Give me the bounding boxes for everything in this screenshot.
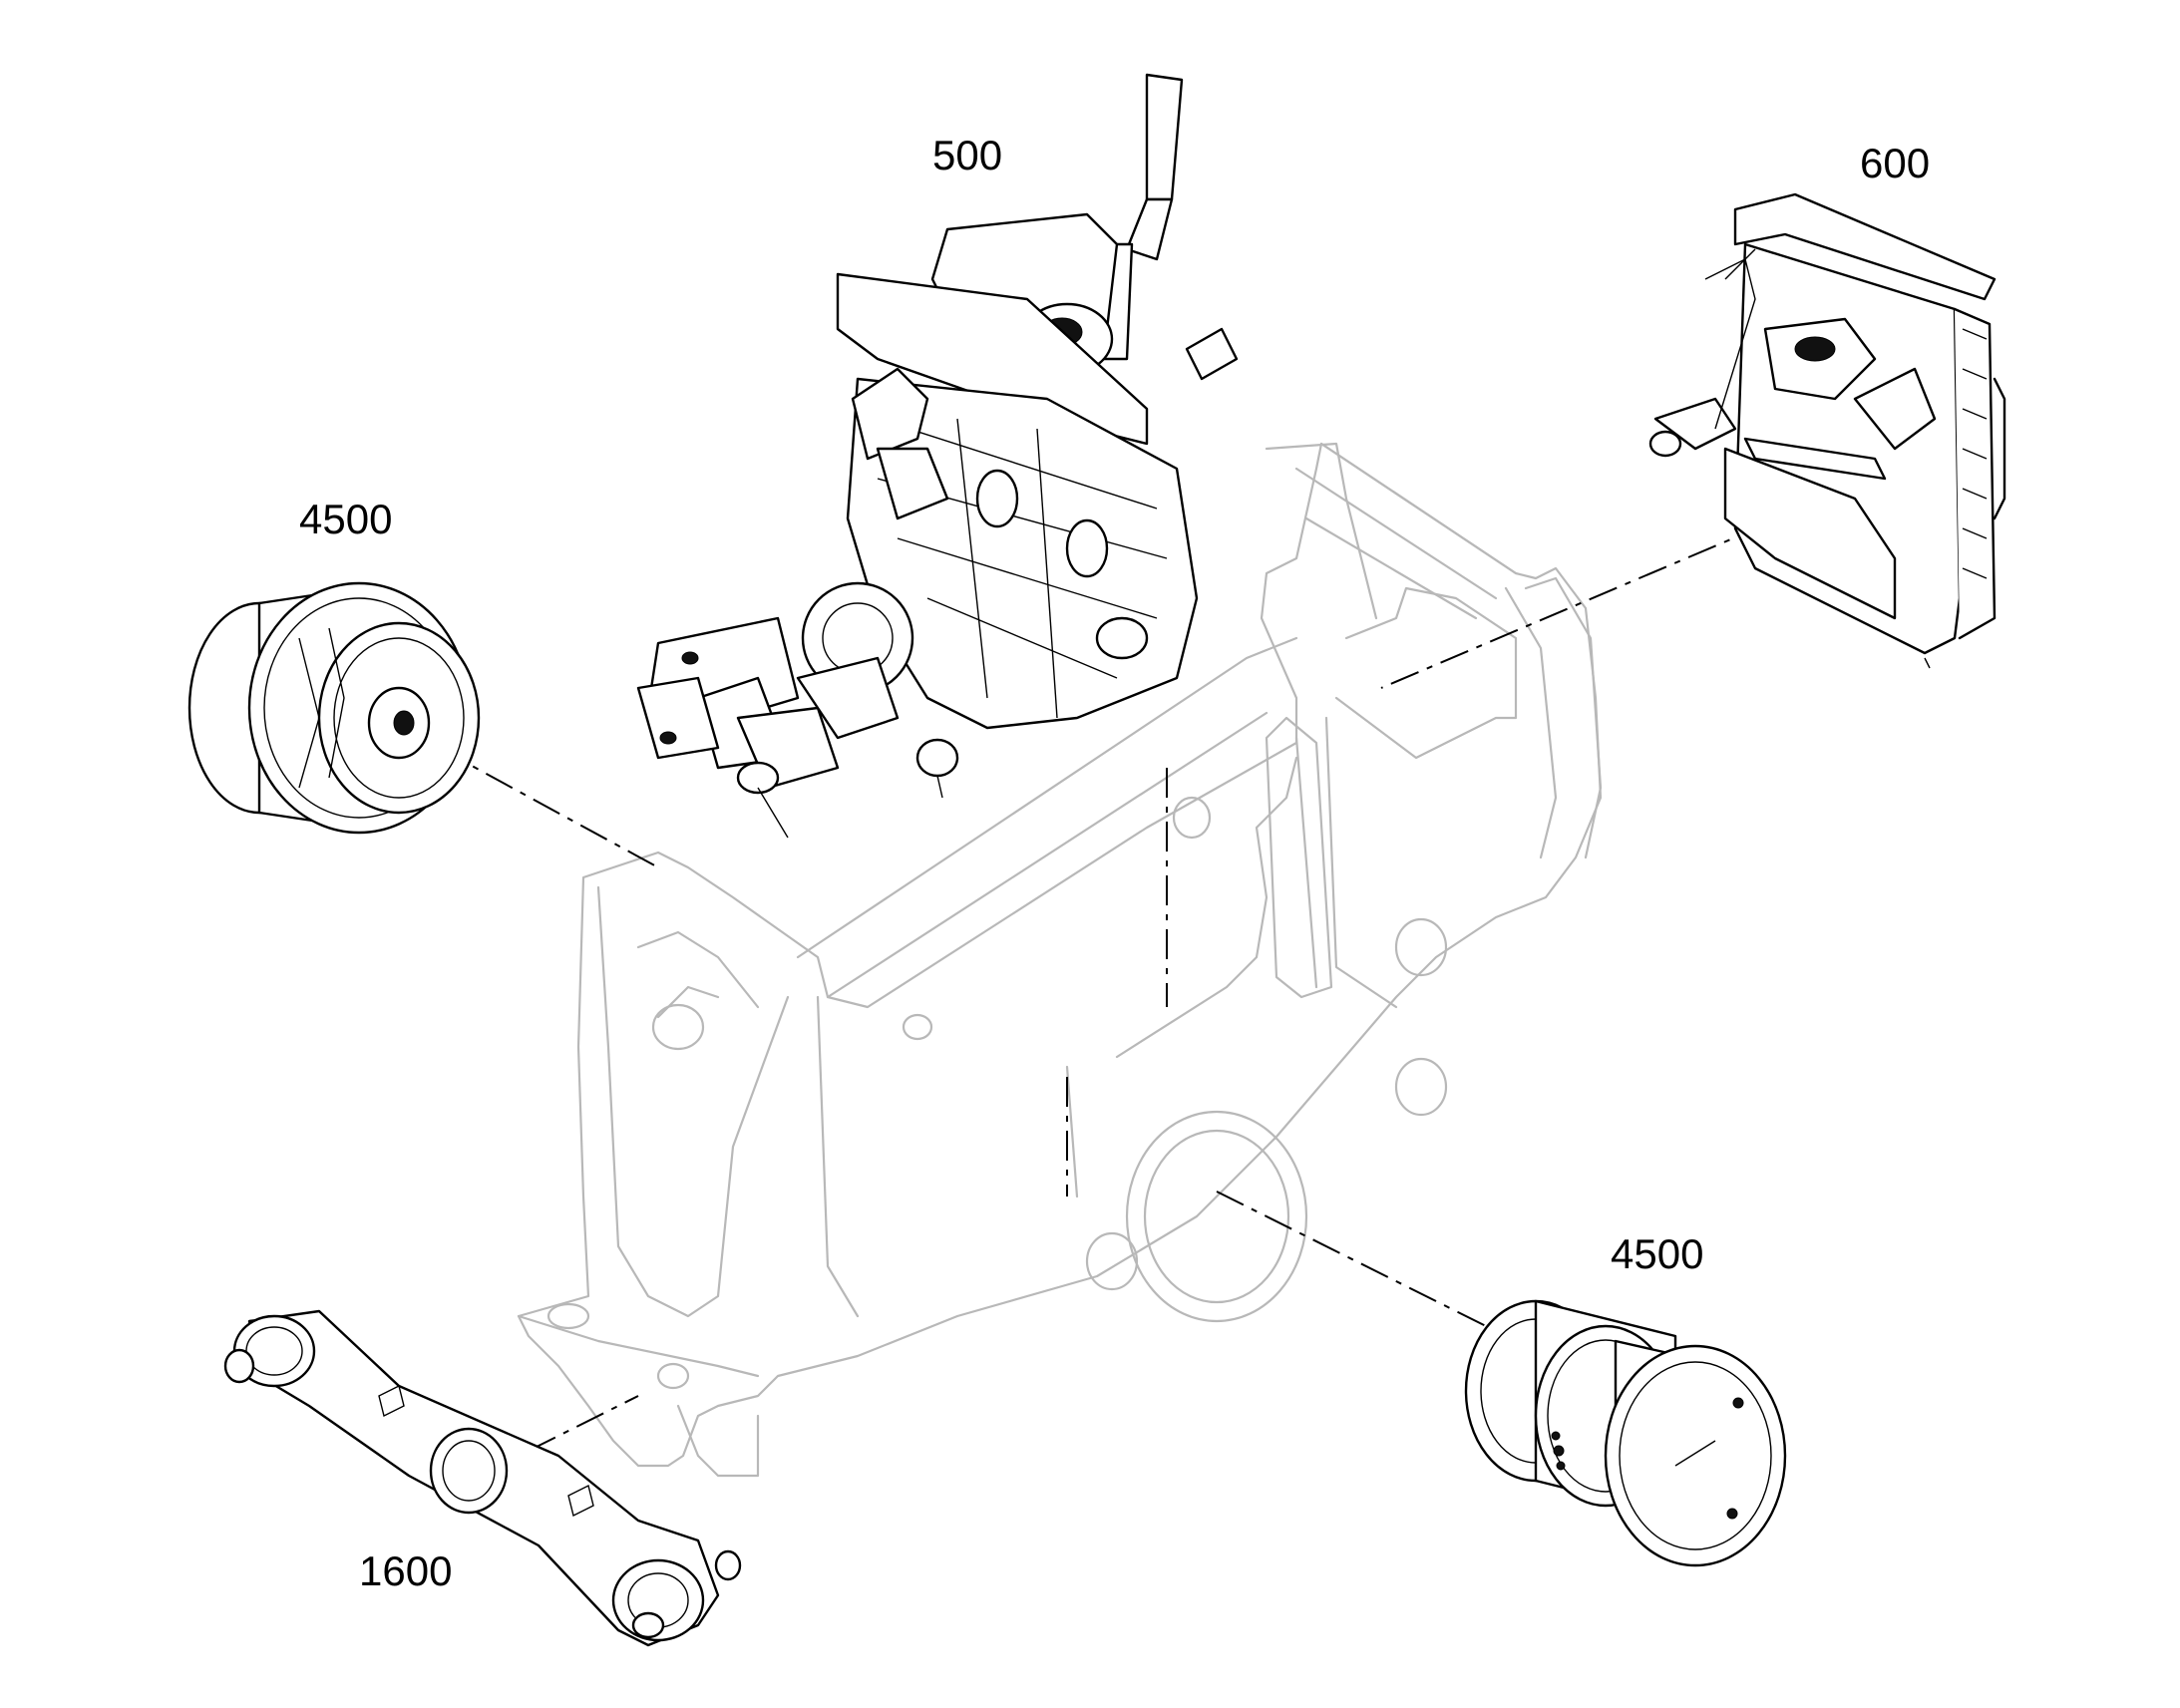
main-frame bbox=[517, 442, 1603, 1478]
cooler-assembly bbox=[1648, 192, 2006, 669]
axle-beam bbox=[223, 1309, 742, 1647]
callout-cooler: 600 bbox=[1860, 140, 1930, 186]
leader-drive-right bbox=[1216, 1191, 1487, 1327]
callout-drive-left: 4500 bbox=[299, 496, 392, 542]
drive-right bbox=[1464, 1299, 1787, 1567]
leader-drive-left bbox=[438, 747, 659, 868]
callout-axle-beam: 1600 bbox=[359, 1547, 452, 1594]
drive-left bbox=[187, 581, 481, 835]
leader-lines bbox=[438, 503, 1816, 1452]
callout-engine: 500 bbox=[932, 132, 1002, 178]
callout-drive-right: 4500 bbox=[1611, 1230, 1703, 1277]
engine-assembly bbox=[636, 73, 1239, 839]
leader-axle-beam bbox=[528, 1395, 639, 1452]
